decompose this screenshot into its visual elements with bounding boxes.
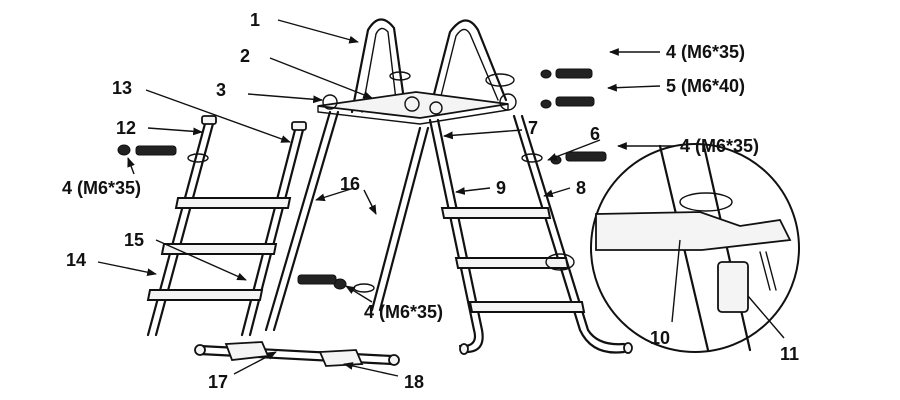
bolt-hardware-right bbox=[540, 68, 607, 165]
label-part-8: 8 bbox=[576, 178, 586, 198]
label-part-4-left: 4 (M6*35) bbox=[62, 178, 141, 198]
label-part-10: 10 bbox=[650, 328, 670, 348]
ladder-left-side bbox=[146, 110, 430, 337]
top-platform bbox=[317, 91, 517, 125]
label-part-7: 7 bbox=[528, 118, 538, 138]
label-part-1: 1 bbox=[250, 10, 260, 30]
handrail-right bbox=[430, 19, 515, 104]
label-part-17: 17 bbox=[208, 372, 228, 392]
label-part-4-top: 4 (M6*35) bbox=[666, 42, 745, 62]
detail-inset bbox=[590, 143, 800, 353]
label-part-15: 15 bbox=[124, 230, 144, 250]
ladder-right-side bbox=[428, 114, 633, 355]
label-part-16: 16 bbox=[340, 174, 360, 194]
label-part-12: 12 bbox=[116, 118, 136, 138]
label-part-2: 2 bbox=[240, 46, 250, 66]
bolt-hardware-left bbox=[117, 144, 347, 290]
label-part-4-bottom: 4 (M6*35) bbox=[364, 302, 443, 322]
label-part-6: 6 bbox=[590, 124, 600, 144]
label-part-9: 9 bbox=[496, 178, 506, 198]
label-part-18: 18 bbox=[404, 372, 424, 392]
label-part-4-right: 4 (M6*35) bbox=[680, 136, 759, 156]
leader-lines bbox=[97, 19, 785, 377]
label-part-5: 5 (M6*40) bbox=[666, 76, 745, 96]
base-stand bbox=[194, 341, 400, 367]
handrail-left bbox=[350, 18, 411, 114]
label-part-14: 14 bbox=[66, 250, 86, 270]
label-part-3: 3 bbox=[216, 80, 226, 100]
label-part-13: 13 bbox=[112, 78, 132, 98]
label-part-11: 11 bbox=[780, 344, 799, 364]
